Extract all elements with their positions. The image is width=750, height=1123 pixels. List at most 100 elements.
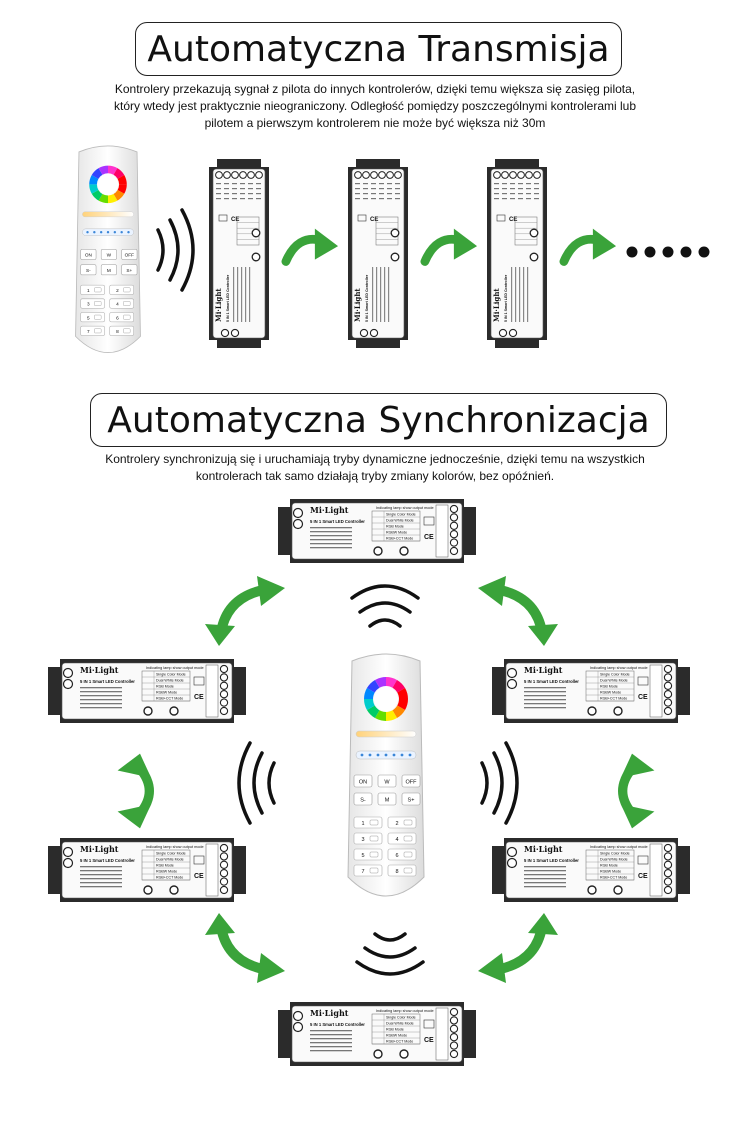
- title-text: Automatyczna Synchronizacja: [107, 399, 650, 441]
- remote-zone-label: 3: [361, 837, 364, 843]
- svg-text:CE: CE: [509, 217, 517, 223]
- remote-zone-label: 5: [361, 853, 364, 859]
- transmission-description: Kontrolery przekazują sygnał z pilota do…: [113, 82, 636, 130]
- remote-button-label: M: [107, 268, 111, 273]
- mode-table-header: Indicating lamp show output mode: [146, 666, 204, 670]
- brand-logo: Mi·Light: [310, 1008, 349, 1018]
- mode-label: RGBW Mode: [386, 531, 407, 535]
- ellipsis-dots-icon: [626, 246, 710, 258]
- mode-label: RGB+CCT Mode: [156, 876, 183, 880]
- brand-logo: Mi·Light: [80, 665, 119, 675]
- remote-zone-label: 2: [116, 288, 119, 293]
- model-label: 5 IN 1 Smart LED Controller: [524, 679, 579, 684]
- brand-logo: Mi·Light: [80, 844, 119, 854]
- remote-zone-label: 8: [116, 329, 119, 334]
- mode-label: Single Color Mode: [600, 852, 630, 856]
- svg-text:CE: CE: [194, 873, 204, 880]
- mode-label: Dual White Mode: [386, 519, 414, 523]
- mode-label: RGB+CCT Mode: [386, 537, 413, 541]
- brand-logo: Mi·Light: [492, 288, 501, 322]
- mode-label: RGBW Mode: [156, 691, 177, 695]
- brand-logo: Mi·Light: [524, 844, 563, 854]
- double-arrow-icon: [618, 753, 655, 829]
- mode-label: Dual White Mode: [156, 679, 184, 683]
- remote-button-label: OFF: [406, 780, 418, 786]
- controller-bottom: Mi·Light 5 IN 1 Smart LED Controller Indic…: [268, 1000, 486, 1068]
- remote-button-label: ON: [359, 780, 367, 786]
- mode-table-header: Indicating lamp show output mode: [590, 845, 648, 849]
- remote-zone-label: 2: [395, 821, 398, 827]
- mode-label: RGBW Mode: [600, 870, 621, 874]
- model-label: 5 IN 1 Smart LED Controller: [365, 274, 369, 322]
- remote-zone-label: 7: [361, 869, 364, 875]
- curved-arrow-icon: [420, 228, 478, 266]
- model-label: 5 IN 1 Smart LED Controller: [310, 1022, 365, 1027]
- signal-wave-icon: [480, 741, 519, 825]
- mode-label: Single Color Mode: [386, 1016, 416, 1020]
- remote-button-label: S+: [126, 268, 132, 273]
- double-arrow-icon: [205, 576, 285, 646]
- mode-label: RGB Mode: [156, 685, 174, 689]
- remote-button-label: OFF: [125, 253, 135, 258]
- remote-zone-label: 1: [87, 288, 90, 293]
- remote-button-label: W: [107, 253, 112, 258]
- curved-arrow-icon: [559, 228, 617, 266]
- remote-zone-label: 1: [361, 821, 364, 827]
- remote-button-label: S-: [360, 798, 366, 804]
- signal-wave-icon: [350, 584, 420, 628]
- mode-table-header: Indicating lamp show output mode: [590, 666, 648, 670]
- brand-logo: Mi·Light: [310, 505, 349, 515]
- mode-label: RGBW Mode: [386, 1034, 407, 1038]
- signal-wave-icon: [156, 208, 195, 292]
- mode-label: Single Color Mode: [600, 673, 630, 677]
- mode-label: Dual White Mode: [386, 1022, 414, 1026]
- model-label: 5 IN 1 Smart LED Controller: [226, 274, 230, 322]
- remote-zone-label: 7: [87, 329, 90, 334]
- section-title-transmission: Automatyczna Transmisja: [135, 22, 622, 76]
- title-text: Automatyczna Transmisja: [147, 28, 610, 70]
- mode-label: RGB Mode: [156, 864, 174, 868]
- double-arrow-icon: [117, 753, 154, 829]
- remote-zone-label: 4: [116, 302, 119, 307]
- brand-logo: Mi·Light: [353, 288, 362, 322]
- mode-table-header: Indicating lamp show output mode: [376, 1009, 434, 1013]
- mode-label: RGB+CCT Mode: [156, 697, 183, 701]
- double-arrow-icon: [478, 576, 558, 646]
- mode-label: Single Color Mode: [156, 673, 186, 677]
- mode-label: RGB Mode: [386, 525, 404, 529]
- double-arrow-icon: [478, 913, 558, 983]
- mode-label: RGBW Mode: [156, 870, 177, 874]
- mode-table-header: Indicating lamp show output mode: [376, 506, 434, 510]
- remote-zone-label: 8: [395, 869, 398, 875]
- remote-button-label: M: [385, 798, 390, 804]
- remote-zone-label: 6: [116, 315, 119, 320]
- mode-label: RGB+CCT Mode: [600, 876, 627, 880]
- model-label: 5 IN 1 Smart LED Controller: [504, 274, 508, 322]
- model-label: 5 IN 1 Smart LED Controller: [80, 858, 135, 863]
- svg-text:CE: CE: [231, 217, 239, 223]
- mode-label: Single Color Mode: [386, 513, 416, 517]
- mode-label: Dual White Mode: [600, 679, 628, 683]
- mode-label: Dual White Mode: [156, 858, 184, 862]
- section-title-synchronization: Automatyczna Synchronizacja: [90, 393, 667, 447]
- remote-zone-label: 5: [87, 315, 90, 320]
- svg-text:CE: CE: [638, 694, 648, 701]
- svg-text:CE: CE: [424, 1037, 434, 1044]
- svg-text:CE: CE: [638, 873, 648, 880]
- svg-text:CE: CE: [194, 694, 204, 701]
- mode-label: Single Color Mode: [156, 852, 186, 856]
- double-arrow-icon: [205, 913, 285, 983]
- svg-text:CE: CE: [424, 534, 434, 541]
- mode-label: RGB+CCT Mode: [386, 1040, 413, 1044]
- mode-label: RGB+CCT Mode: [600, 697, 627, 701]
- mode-label: RGBW Mode: [600, 691, 621, 695]
- remote-button-label: S-: [86, 268, 91, 273]
- mode-label: Dual White Mode: [600, 858, 628, 862]
